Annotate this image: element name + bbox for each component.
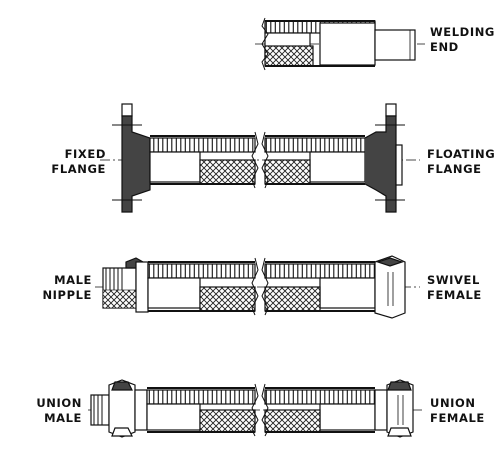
- union-female-label-line2: FEMALE: [430, 411, 485, 425]
- male-nipple-label-line2: NIPPLE: [42, 288, 92, 302]
- union-female-label: UNION FEMALE: [430, 396, 485, 425]
- welding-end-label-line2: END: [430, 40, 459, 54]
- male-nipple-label: MALE NIPPLE: [42, 273, 92, 302]
- fixed-flange-label-line1: FIXED: [65, 147, 106, 161]
- union-assembly: [88, 379, 425, 438]
- floating-flange-label-line2: FLANGE: [427, 162, 482, 176]
- union-male-label: UNION MALE: [36, 396, 82, 425]
- welding-end-label-line1: WELDING: [430, 25, 495, 39]
- floating-flange-label-line1: FLOATING: [427, 147, 495, 161]
- fixed-flange-label-line2: FLANGE: [51, 162, 106, 176]
- welding-end-label: WELDING END: [430, 25, 495, 54]
- fixed-flange-label: FIXED FLANGE: [51, 147, 106, 176]
- swivel-female-label-line2: FEMALE: [427, 288, 482, 302]
- union-female-label-line1: UNION: [430, 396, 476, 410]
- union-male-label-line1: UNION: [36, 396, 82, 410]
- union-male-label-line2: MALE: [44, 411, 82, 425]
- welding-end-assembly: [255, 17, 425, 71]
- male-nipple-label-line1: MALE: [54, 273, 92, 287]
- nipple-swivel-assembly: [95, 255, 420, 319]
- swivel-female-label: SWIVEL FEMALE: [427, 273, 482, 302]
- swivel-female-label-line1: SWIVEL: [427, 273, 480, 287]
- floating-flange-label: FLOATING FLANGE: [427, 147, 495, 176]
- flange-assembly: [100, 103, 420, 213]
